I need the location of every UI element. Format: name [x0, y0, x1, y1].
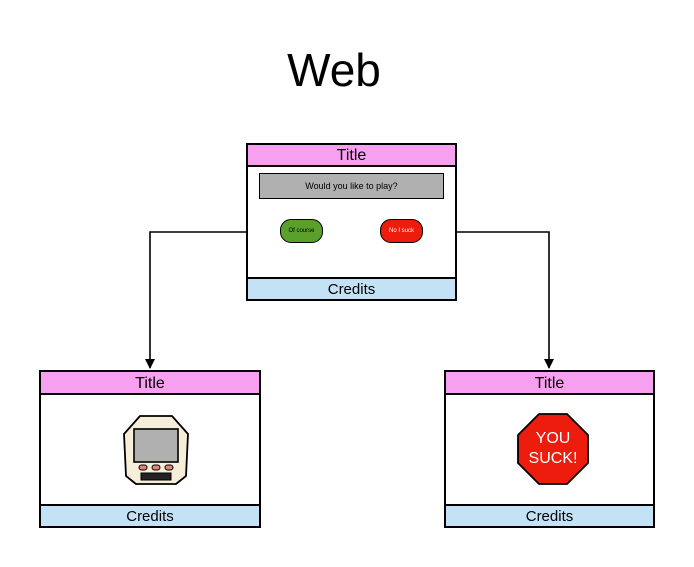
right-screen-frame: Title YOU SUCK! Credits: [444, 370, 655, 528]
left-screen-title: Title: [41, 372, 259, 395]
right-screen-title: Title: [446, 372, 653, 395]
stop-sign-text-line2: SUCK!: [529, 450, 578, 467]
no-i-suck-button[interactable]: No I suck: [380, 219, 423, 243]
main-screen-frame: Title Would you like to play? Of course …: [246, 143, 457, 301]
main-screen-credits: Credits: [248, 277, 455, 299]
stop-sign-text-line1: YOU: [536, 430, 571, 447]
of-course-button[interactable]: Of course: [280, 219, 323, 243]
right-screen-credits: Credits: [446, 504, 653, 526]
left-screen-frame: Title Credits: [39, 370, 261, 528]
question-box: Would you like to play?: [259, 173, 444, 199]
left-screen-credits: Credits: [41, 504, 259, 526]
page-title: Web: [287, 44, 381, 96]
main-screen-title: Title: [248, 145, 455, 167]
handheld-game-console-icon: [123, 415, 189, 485]
stop-sign-icon: YOU SUCK!: [517, 413, 589, 485]
